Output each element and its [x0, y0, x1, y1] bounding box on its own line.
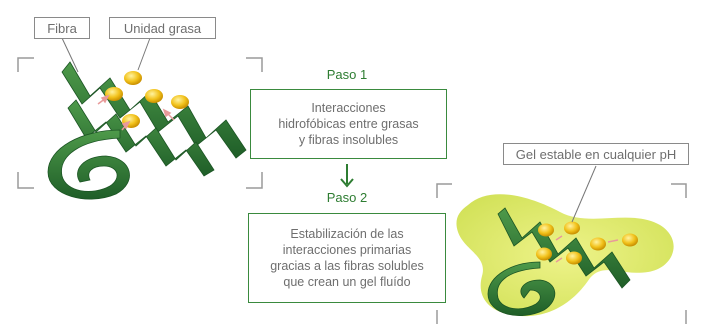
fiber-ribbon-right [487, 207, 631, 317]
fiber-pointer-line [61, 37, 79, 73]
fat-units-left [105, 71, 189, 128]
fat-unit-label: Unidad grasa [109, 17, 216, 39]
step-1-line-3: y fibras insolubles [298, 133, 399, 147]
attraction-arrows-left [97, 94, 175, 131]
down-arrow-icon [340, 164, 354, 188]
step-1-line-1: Interacciones [311, 101, 386, 115]
step-1-title: Paso 1 [326, 67, 368, 82]
fat-pointer-line [137, 37, 151, 71]
step-2-line-1: Estabilización de las [290, 227, 404, 241]
attraction-arrows-right [555, 235, 619, 263]
gel-label: Gel estable en cualquier pH [503, 143, 689, 165]
step-2-line-3: gracias a las fibras solubles [270, 259, 424, 273]
step-2-box: Estabilización de las interacciones prim… [248, 213, 446, 303]
step-1-box: Interacciones hidrofóbicas entre grasas … [250, 89, 447, 159]
step-2-line-4: que crean un gel fluído [283, 275, 411, 289]
step-1-line-2: hidrofóbicas entre grasas [278, 117, 419, 131]
step-2-title: Paso 2 [326, 190, 368, 205]
step-2-line-2: interacciones primarias [282, 243, 412, 257]
fat-units-right [536, 221, 638, 265]
fiber-label: Fibra [34, 17, 90, 39]
gel-pointer-line [571, 165, 597, 223]
left-frame-corners [17, 57, 263, 189]
fiber-ribbon-left [47, 61, 247, 200]
right-frame-corners [436, 183, 687, 324]
